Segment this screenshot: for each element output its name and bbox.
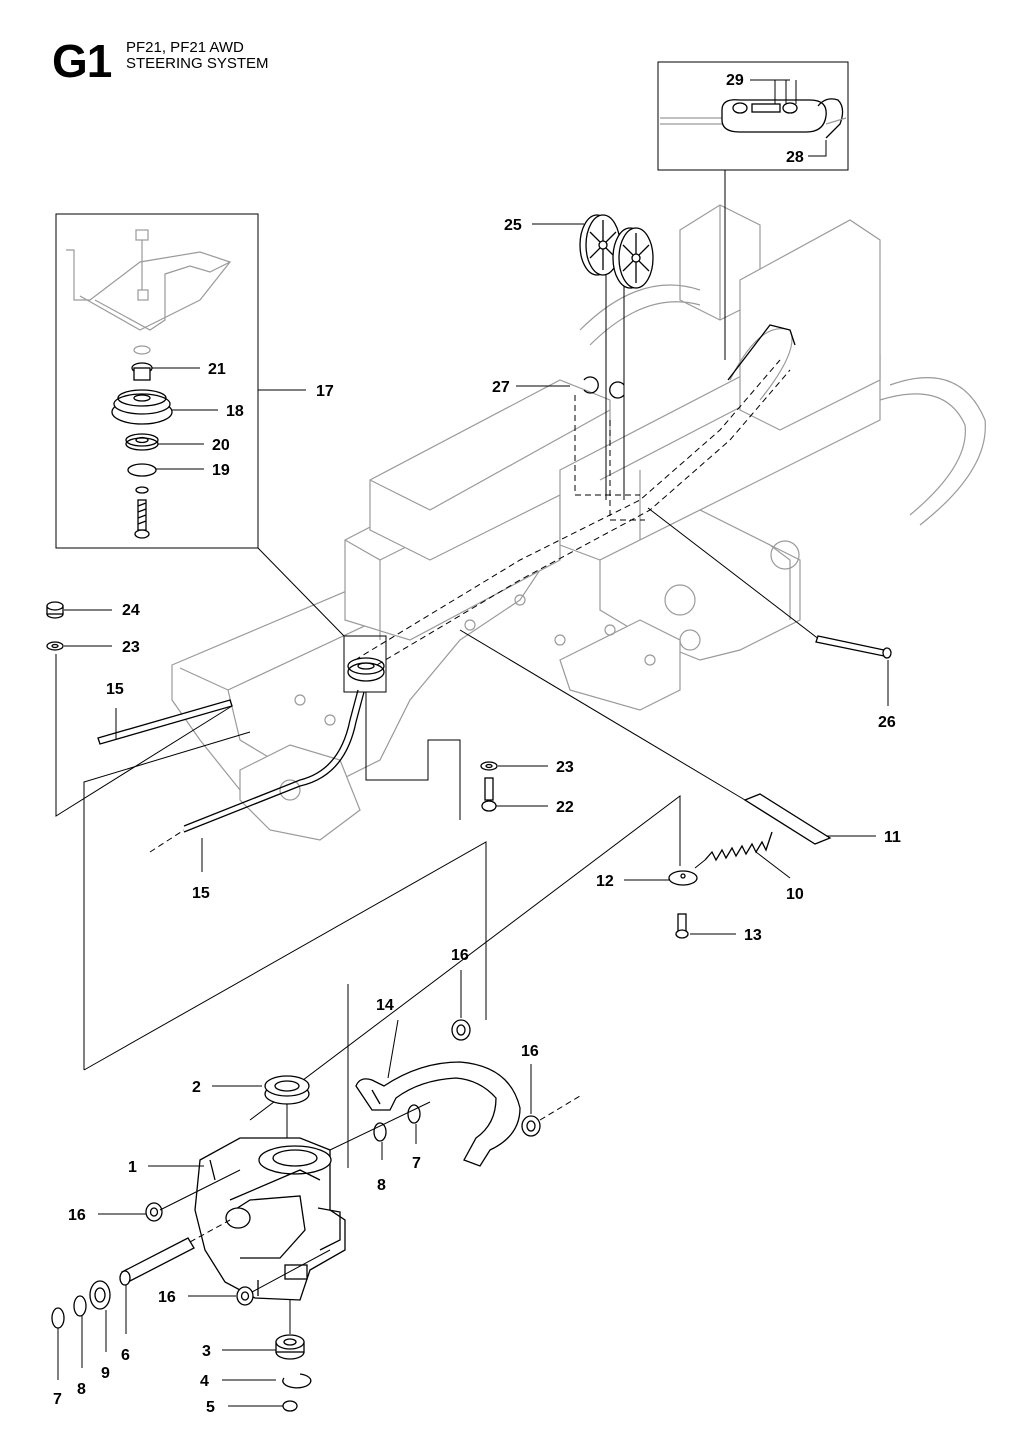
model-line: PF21, PF21 AWD	[126, 39, 244, 56]
pulley-location-marker	[257, 547, 461, 820]
chassis-frame	[171, 204, 986, 841]
part-8-washer-right	[373, 1122, 387, 1142]
part-14-sector-arm	[355, 1019, 521, 1167]
part-25-sheaves	[579, 214, 654, 289]
callout-16-right: 16	[521, 1043, 539, 1060]
callout-11: 11	[884, 829, 901, 846]
part-13-screw	[675, 913, 689, 939]
callout-4: 4	[200, 1373, 209, 1390]
callout-17: 17	[316, 383, 334, 400]
callout-8-left: 8	[77, 1381, 86, 1398]
part-8-washer-left	[73, 1295, 87, 1317]
callout-13: 13	[744, 927, 762, 944]
callout-19: 19	[212, 462, 230, 479]
callout-5: 5	[206, 1399, 215, 1416]
part-2-seal	[264, 1075, 310, 1138]
callout-12: 12	[596, 873, 614, 890]
callout-23-right: 23	[556, 759, 574, 776]
callout-29: 29	[726, 72, 744, 89]
part-7-ring-right	[329, 1101, 431, 1151]
part-10-spring	[694, 831, 773, 869]
part-23-washer-left	[46, 641, 64, 651]
callout-28: 28	[786, 149, 804, 166]
callout-3: 3	[202, 1343, 211, 1360]
part-16-nut-top	[451, 1019, 471, 1041]
callout-15-bottom: 15	[192, 885, 210, 902]
part-23-washer-right	[480, 761, 498, 771]
part-4-circlip	[282, 1373, 312, 1389]
callout-9: 9	[101, 1365, 110, 1382]
part-16-nut-left	[145, 1169, 241, 1222]
callout-leaders	[57, 79, 876, 1407]
callout-6: 6	[121, 1347, 130, 1364]
callout-27: 27	[492, 379, 510, 396]
callout-21: 21	[208, 361, 226, 378]
callout-1: 1	[128, 1159, 137, 1176]
callout-16-bottom: 16	[158, 1289, 176, 1306]
callout-22: 22	[556, 799, 574, 816]
part-26-pin	[647, 507, 892, 706]
callout-14: 14	[376, 997, 394, 1014]
cable-clamp-inset	[657, 61, 849, 171]
callout-15-top: 15	[106, 681, 124, 698]
part-16-nut-right	[521, 1095, 581, 1137]
part-6-shaft	[119, 1219, 231, 1286]
leader-lines	[83, 731, 681, 1168]
callout-20: 20	[212, 437, 230, 454]
part-24-nut	[46, 601, 64, 619]
section-title: STEERING SYSTEM	[126, 55, 269, 72]
part-22-bolt	[481, 777, 497, 812]
callout-26: 26	[878, 714, 896, 731]
callout-7-left: 7	[53, 1391, 62, 1408]
callout-7-right: 7	[412, 1155, 421, 1172]
pulley-assembly-inset	[55, 213, 259, 549]
callout-24: 24	[122, 602, 140, 619]
part-16-nut-bottom	[236, 1249, 331, 1306]
part-11-plate	[459, 629, 832, 845]
part-5-ring	[282, 1400, 298, 1412]
callout-labels: 29 28 25 27 21 18 20 19 17 24 23 15 26 2…	[53, 72, 901, 1416]
callout-18: 18	[226, 403, 244, 420]
callout-25: 25	[504, 217, 522, 234]
callout-10: 10	[786, 886, 804, 903]
page-code: G1	[52, 35, 112, 87]
callout-16-top: 16	[451, 947, 469, 964]
callout-16-left: 16	[68, 1207, 86, 1224]
part-12-bracket	[668, 870, 698, 886]
callout-8-right: 8	[377, 1177, 386, 1194]
part-3-bearing	[275, 1300, 305, 1360]
part-9-bearing	[89, 1280, 111, 1310]
part-15-rods	[55, 654, 365, 853]
callout-2: 2	[192, 1079, 201, 1096]
part-1-gear-housing	[194, 1137, 346, 1301]
part-7-ring-left	[51, 1307, 65, 1329]
callout-23-left: 23	[122, 639, 140, 656]
part-27-clips	[583, 376, 625, 399]
